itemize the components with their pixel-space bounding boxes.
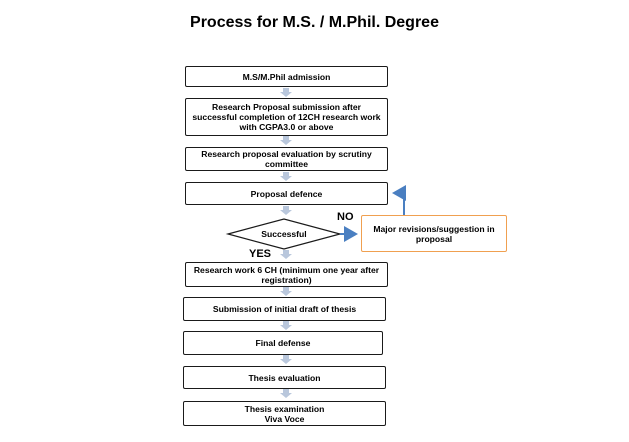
step-proposal-defence: Proposal defence [185, 182, 388, 205]
connector-1 [280, 88, 292, 97]
yes-label: YES [249, 248, 272, 260]
step-proposal-submission-label: Research Proposal submission after succe… [192, 102, 381, 132]
step-proposal-submission: Research Proposal submission after succe… [185, 98, 388, 136]
step-initial-draft-label: Submission of initial draft of thesis [212, 304, 357, 314]
step-thesis-evaluation: Thesis evaluation [183, 366, 386, 389]
step-thesis-evaluation-label: Thesis evaluation [248, 372, 321, 383]
connector-8 [280, 355, 292, 364]
step-research-work-label: Research work 6 CH (minimum one year aft… [193, 264, 380, 285]
connector-5 [280, 250, 292, 259]
diagram-title: Process for M.S. / M.Phil. Degree [190, 14, 439, 31]
no-label: NO [337, 211, 354, 223]
step-final-defense-label: Final defense [255, 338, 311, 348]
step-proposal-evaluation-label: Research proposal evaluation by scrutiny… [201, 149, 372, 169]
step-initial-draft: Submission of initial draft of thesis [183, 297, 386, 321]
connector-9 [280, 389, 292, 398]
revision-box-label: Major revisions/suggestion in proposal [373, 223, 495, 244]
connector-4 [280, 206, 292, 215]
step-admission: M.S/M.Phil admission [185, 66, 388, 87]
step-thesis-examination-line1: Thesis examination [244, 403, 325, 414]
step-thesis-examination: Thesis examination Viva Voce [183, 401, 386, 426]
connector-6 [280, 287, 292, 296]
step-research-work: Research work 6 CH (minimum one year aft… [185, 262, 388, 287]
connector-3 [280, 172, 292, 181]
connector-7 [280, 321, 292, 330]
step-final-defense: Final defense [183, 331, 383, 355]
step-thesis-examination-line2: Viva Voce [264, 413, 305, 424]
connector-2 [280, 136, 292, 145]
step-proposal-defence-label: Proposal defence [250, 188, 323, 199]
revision-box: Major revisions/suggestion in proposal [361, 215, 507, 252]
step-admission-label: M.S/M.Phil admission [242, 71, 331, 82]
decision-label: Successful [261, 229, 307, 239]
step-proposal-evaluation: Research proposal evaluation by scrutiny… [185, 147, 388, 171]
down-connectors [280, 88, 292, 398]
feedback-arrow [392, 185, 406, 215]
